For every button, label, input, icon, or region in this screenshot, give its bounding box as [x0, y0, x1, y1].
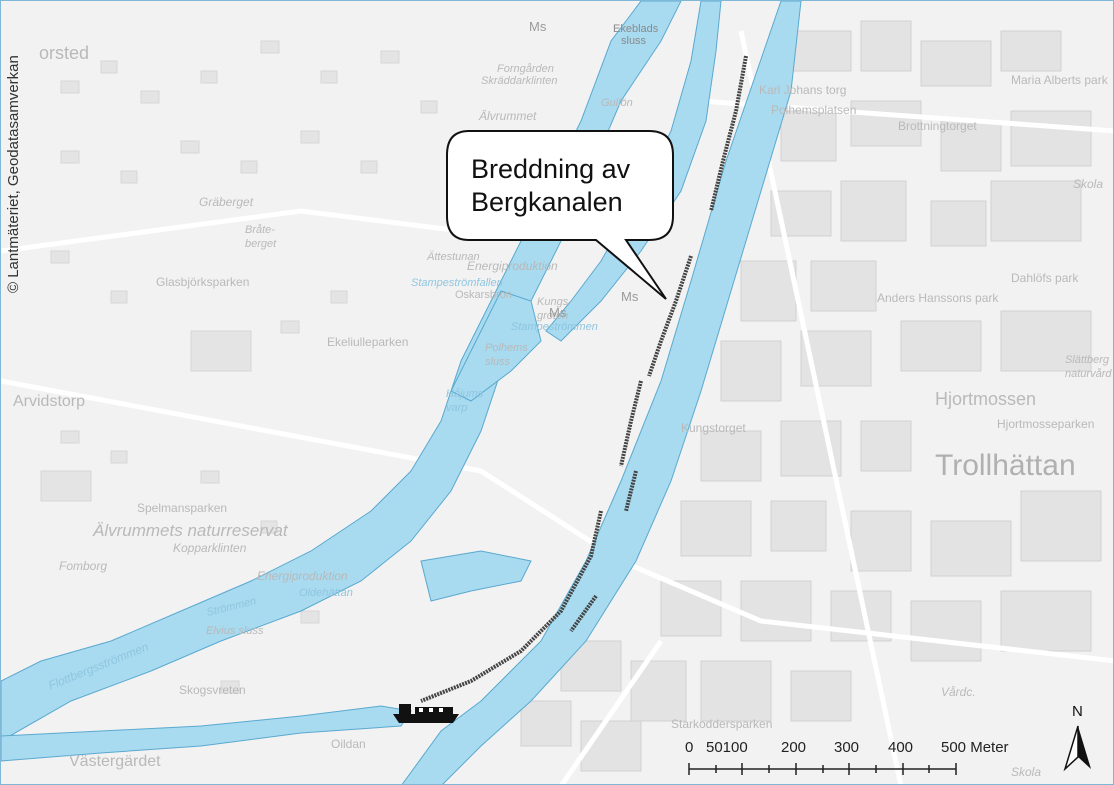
scale-label-200: 200: [781, 739, 807, 756]
label-brateberget: Bråte-berget: [245, 224, 277, 250]
canal-widening-marks: [420, 55, 748, 703]
label-grberget: Gräberget: [199, 195, 254, 209]
label-skola-bot: Skola: [1011, 765, 1042, 779]
label-kopparklinten: Kopparklinten: [173, 541, 247, 555]
scale-label-50100: 50100: [706, 739, 748, 756]
label-elvius-sluss: Elvius sluss: [206, 625, 264, 637]
river-hajums-varp: [450, 290, 542, 402]
callout-line-1: Breddning av: [471, 154, 631, 184]
label-oskarsbron: Oskarsbron: [455, 289, 512, 301]
label-skola-top: Skola: [1073, 177, 1104, 191]
callout-text: Breddning av Bergkanalen: [471, 153, 630, 219]
scale-label-500-meter: 500 Meter: [941, 739, 1009, 756]
label-kungstorget: Kungstorget: [681, 421, 746, 435]
north-label: N: [1072, 703, 1083, 720]
label-slattberg: Slättberg naturvård: [1065, 354, 1112, 380]
ship-icon: [393, 704, 459, 723]
label-alvrummet: Älvrummet: [479, 109, 537, 123]
label-stampestromfallen: Stampeströmfallen: [411, 277, 503, 289]
label-brottningtorget: Brottningtorget: [898, 119, 977, 133]
label-kungsgroten: Kungs-groten: [537, 296, 572, 322]
scale-label-300: 300: [834, 739, 860, 756]
label-stampestrommen: Stampeströmmen: [511, 321, 598, 333]
label-ms-mid: Ms: [549, 305, 567, 320]
label-gullon: Gullön: [601, 97, 633, 109]
scale-label-0: 0: [685, 739, 694, 756]
label-dahlofs-park: Dahlöfs park: [1011, 271, 1079, 285]
label-ekeliulleparken: Ekeliulleparken: [327, 335, 409, 349]
label-hjortmosseparken: Hjortmosseparken: [997, 417, 1095, 431]
label-alvrummets-naturreservat: Älvrummets naturreservat: [93, 521, 288, 540]
label-glasbjorksparken: Glasbjörksparken: [156, 275, 250, 289]
label-trollhattan: Trollhättan: [935, 449, 1076, 482]
label-energiproduktion-top: Energiproduktion: [467, 259, 558, 273]
houses: [40, 40, 438, 694]
label-anders-hanssons: Anders Hanssons park: [877, 291, 999, 305]
copyright-text: © Lantmäteriet, Geodatasamverkan: [5, 55, 22, 293]
label-spelmansparken: Spelmansparken: [137, 501, 228, 515]
label-skogsvreten: Skogsvreten: [179, 683, 246, 697]
label-maria-alberts: Maria Alberts park: [1011, 73, 1108, 87]
canal-trollhatte: [1, 705, 412, 762]
river-south-inlet: [420, 550, 532, 602]
label-polhems-sluss: Polhems sluss: [485, 342, 528, 368]
scale-bar-graphic: [688, 763, 957, 775]
callout-bubble: [446, 130, 674, 300]
river-west-branch: [1, 1, 682, 742]
label-fomborg: Fomborg: [59, 559, 108, 573]
label-arvidstorp: Arvidstorp: [13, 393, 86, 410]
label-karl-johans: Karl Johans torg: [759, 83, 847, 97]
label-vardc: Vårdc.: [941, 685, 976, 699]
label-starkoddersparken: Starkoddersparken: [671, 717, 773, 731]
callout-line-2: Bergkanalen: [471, 187, 623, 217]
label-vastergardet: Västergärdet: [69, 753, 161, 770]
river-gota-alv: [401, 1, 802, 784]
label-sorsted: orsted: [39, 43, 90, 63]
label-energiproduktion-bot: Energiproduktion: [257, 569, 348, 583]
label-oldehattan: Oldehättan: [299, 587, 353, 599]
label-forngarden: Forngården: [497, 63, 554, 75]
label-ms-mid2: Ms: [621, 289, 639, 304]
label-polhemsplatsen: Polhemsplatsen: [771, 103, 857, 117]
label-skraddarklinten: Skräddarklinten: [481, 75, 558, 87]
label-sluss-top: sluss: [621, 35, 647, 47]
label-oildan: Oildan: [331, 737, 366, 751]
label-attestunan: Ättestunan: [427, 251, 480, 263]
scale-label-400: 400: [888, 739, 914, 756]
label-ekeblads: Ekeblads: [613, 23, 659, 35]
label-hajums-varp: Håjums varp: [446, 388, 484, 414]
north-arrow-icon: [1063, 725, 1091, 772]
label-hjortmossen: Hjortmossen: [935, 389, 1037, 409]
label-ms-top: Ms: [529, 19, 547, 34]
